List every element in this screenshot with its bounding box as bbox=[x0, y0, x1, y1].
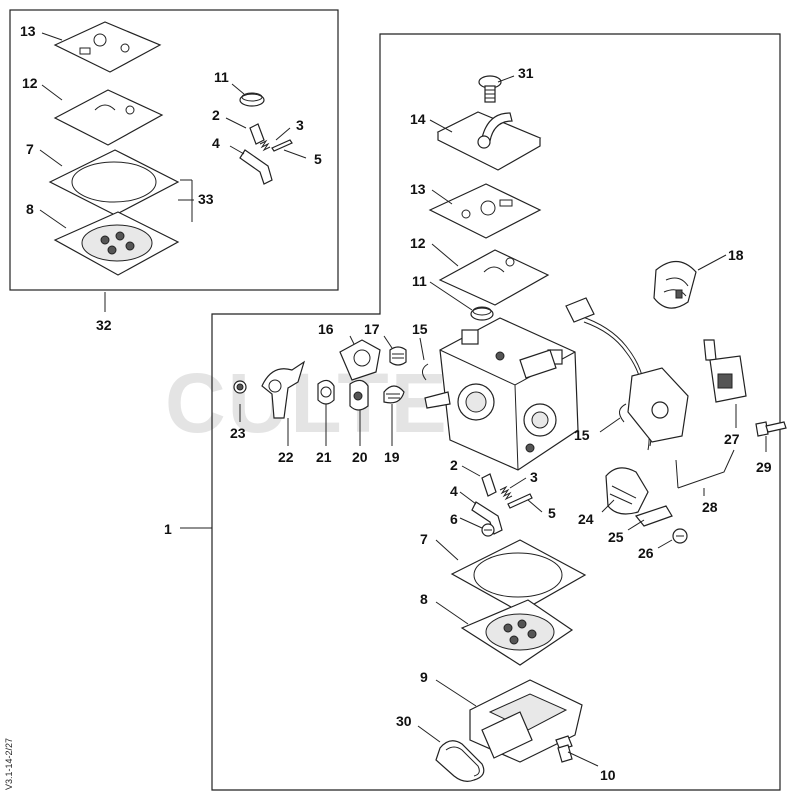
callout-28: 28 bbox=[702, 499, 718, 515]
kit-lever-4 bbox=[239, 149, 273, 185]
needle-2 bbox=[481, 473, 497, 497]
kit-gasket-13 bbox=[53, 21, 162, 73]
switch-27 bbox=[709, 355, 747, 403]
callout-29: 29 bbox=[756, 459, 772, 475]
callout-3-kit: 3 bbox=[296, 117, 304, 133]
lever-4 bbox=[471, 501, 503, 535]
repair-kit-frame bbox=[9, 9, 339, 291]
callout-4: 4 bbox=[450, 483, 458, 499]
pin-5 bbox=[507, 493, 533, 509]
callout-4-kit: 4 bbox=[212, 135, 220, 151]
clip-15-upper bbox=[422, 363, 429, 381]
kit-pin-5 bbox=[271, 139, 293, 152]
callout-3: 3 bbox=[530, 469, 538, 485]
callout-13: 13 bbox=[410, 181, 426, 197]
end-cover-9 bbox=[469, 679, 583, 763]
ring-11 bbox=[470, 306, 494, 321]
diaphragm-12 bbox=[438, 249, 550, 306]
screw-6 bbox=[481, 523, 495, 537]
callout-8: 8 bbox=[420, 591, 428, 607]
callout-19: 19 bbox=[384, 449, 400, 465]
cover-14 bbox=[436, 111, 542, 171]
callout-11: 11 bbox=[412, 273, 427, 289]
callout-31: 31 bbox=[518, 65, 534, 81]
kit-needle-2 bbox=[249, 123, 265, 145]
callout-14: 14 bbox=[410, 111, 426, 127]
screw-26 bbox=[672, 528, 688, 544]
callout-10: 10 bbox=[600, 767, 616, 783]
callout-22: 22 bbox=[278, 449, 294, 465]
callout-9: 9 bbox=[420, 669, 428, 685]
callout-21: 21 bbox=[316, 449, 332, 465]
callout-20: 20 bbox=[352, 449, 368, 465]
spring-19 bbox=[383, 385, 405, 404]
kit-diaphragm-8 bbox=[53, 211, 180, 276]
gasket-13 bbox=[428, 183, 542, 239]
valve-18 bbox=[653, 260, 697, 309]
callout-2: 2 bbox=[450, 457, 458, 473]
callout-7: 7 bbox=[420, 531, 428, 547]
nut-23 bbox=[233, 380, 247, 394]
callout-27: 27 bbox=[724, 431, 740, 447]
callout-17: 17 bbox=[364, 321, 380, 337]
spring-17 bbox=[389, 346, 407, 366]
lever-22 bbox=[261, 360, 306, 419]
callout-5-kit: 5 bbox=[314, 151, 322, 167]
gasket-7 bbox=[450, 539, 587, 613]
callout-2-kit: 2 bbox=[212, 107, 220, 123]
spring-3 bbox=[499, 485, 513, 501]
cable-assembly-28 bbox=[565, 297, 717, 451]
shaft-20 bbox=[349, 379, 369, 411]
callout-13-kit: 13 bbox=[20, 23, 36, 39]
kit-diaphragm-12 bbox=[53, 89, 164, 146]
clip-15-lower bbox=[619, 403, 627, 423]
ring-21 bbox=[317, 379, 335, 405]
diaphragm-8 bbox=[460, 599, 574, 666]
main-assembly-frame bbox=[211, 33, 781, 791]
kit-spring-3 bbox=[259, 139, 271, 152]
screw-10 bbox=[555, 735, 573, 763]
callout-30: 30 bbox=[396, 713, 412, 729]
callout-18: 18 bbox=[728, 247, 744, 263]
callout-15-lower: 15 bbox=[574, 427, 590, 443]
carburetor-body bbox=[424, 317, 579, 471]
callout-1: 1 bbox=[164, 521, 172, 537]
callout-26: 26 bbox=[638, 545, 654, 561]
kit-ring-11 bbox=[239, 92, 265, 107]
callout-5: 5 bbox=[548, 505, 556, 521]
callout-6: 6 bbox=[450, 511, 458, 527]
screw-31 bbox=[478, 75, 502, 103]
screw-29 bbox=[755, 421, 787, 437]
callout-11-kit: 11 bbox=[214, 69, 229, 85]
callout-24: 24 bbox=[578, 511, 594, 527]
callout-12-kit: 12 bbox=[22, 75, 38, 91]
callout-7-kit: 7 bbox=[26, 141, 34, 157]
callout-33: 33 bbox=[198, 191, 214, 207]
cap-24 bbox=[605, 467, 649, 515]
bracket-25 bbox=[634, 505, 673, 527]
callout-25: 25 bbox=[608, 529, 624, 545]
callout-23: 23 bbox=[230, 425, 246, 441]
flap-16 bbox=[339, 339, 381, 381]
kit-gasket-7 bbox=[48, 149, 180, 216]
gasket-30 bbox=[435, 740, 485, 782]
drawing-code: V3.1-14-2/27 bbox=[4, 738, 14, 790]
callout-32: 32 bbox=[96, 317, 112, 333]
callout-8-kit: 8 bbox=[26, 201, 34, 217]
callout-15-upper: 15 bbox=[412, 321, 428, 337]
callout-12: 12 bbox=[410, 235, 426, 251]
callout-16: 16 bbox=[318, 321, 334, 337]
